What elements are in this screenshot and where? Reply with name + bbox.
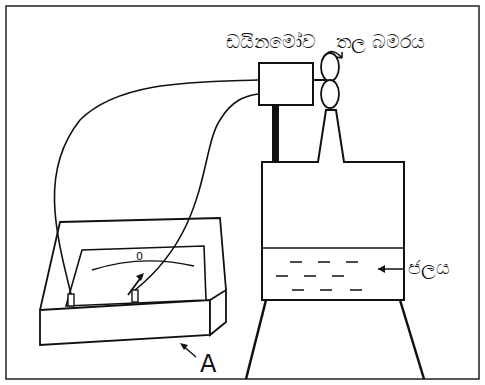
scale-number: 0 bbox=[136, 250, 143, 263]
rotation-arrow-head bbox=[336, 52, 342, 58]
meter-case bbox=[40, 218, 226, 310]
part-label: ඩයිනමෝව bbox=[226, 30, 316, 53]
rotation-arrow bbox=[322, 51, 342, 60]
fan-blade bbox=[321, 80, 339, 108]
water-dashes bbox=[276, 262, 362, 290]
meter-base-side bbox=[210, 290, 226, 335]
boiler-vessel bbox=[262, 110, 404, 300]
callout-letter: A bbox=[200, 350, 216, 379]
leader-arrow bbox=[378, 265, 385, 273]
needle-head bbox=[136, 273, 144, 281]
meter-terminal bbox=[132, 290, 138, 302]
meter-scale bbox=[92, 261, 194, 270]
frame bbox=[6, 6, 479, 379]
meter-dial bbox=[66, 246, 206, 306]
water-level bbox=[263, 247, 403, 249]
support-rod bbox=[272, 104, 279, 162]
leader-arrow bbox=[180, 343, 188, 350]
stand-leg bbox=[400, 300, 424, 379]
wire bbox=[135, 94, 258, 290]
dynamo-outline bbox=[258, 62, 314, 106]
wire bbox=[54, 80, 258, 294]
part-label: ජලය bbox=[408, 256, 450, 279]
part-label: තල බමරය bbox=[336, 30, 425, 53]
stand-leg bbox=[246, 300, 266, 379]
meter-terminal bbox=[68, 294, 74, 306]
